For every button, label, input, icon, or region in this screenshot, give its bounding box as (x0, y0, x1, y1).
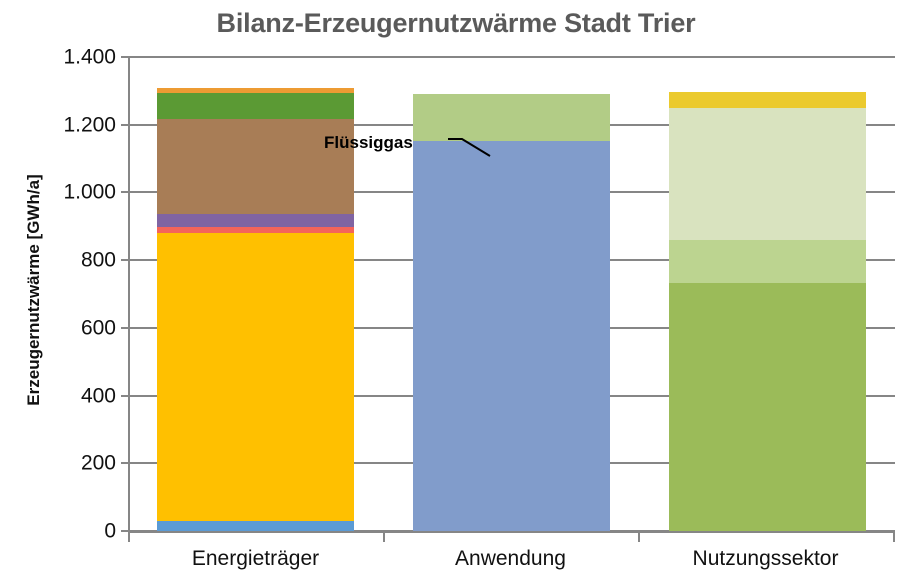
category-label-anwendung: Anwendung (455, 547, 566, 570)
bar-segment-strom[interactable] (157, 226, 355, 234)
y-tick-mark-600 (121, 326, 128, 329)
y-tick-mark-800 (121, 259, 128, 262)
y-tick-mark-1400 (121, 56, 128, 58)
bar-anwendung[interactable] (413, 93, 610, 531)
category-divider (383, 531, 385, 542)
bar-energieträger[interactable] (157, 88, 355, 531)
category-label-energietraeger: Energieträger (191, 547, 320, 570)
bar-segment-w-rme[interactable] (157, 520, 355, 531)
bar-segment-heiz-l[interactable] (157, 119, 355, 215)
callout-label-fluessiggas: Flüssiggas (324, 133, 413, 152)
y-tick-label-1400: 1.400 (63, 45, 116, 69)
bar-segment-hw-tww[interactable] (413, 140, 610, 531)
y-tick-label-600: 600 (80, 316, 116, 340)
category-divider (638, 531, 640, 542)
bar-segment-kommunal[interactable] (668, 92, 866, 109)
category-divider (893, 531, 895, 542)
y-axis-title: Erzeugernutzwärme [GWh/a] (24, 174, 43, 406)
bar-segment-industrie[interactable] (668, 108, 866, 241)
bar-segment-wp-strom[interactable] (157, 214, 355, 227)
y-tick-label-400: 400 (80, 384, 116, 408)
bar-nutzungssektor[interactable] (668, 92, 866, 531)
y-tick-mark-200 (121, 462, 128, 465)
y-tick-label-800: 800 (80, 248, 116, 272)
y-tick-label-1000: 1.000 (63, 180, 116, 204)
y-tick-label-0: 0 (104, 519, 116, 543)
y-tick-mark-400 (121, 394, 128, 397)
y-axis-line (128, 57, 130, 533)
bar-segment-prozesse[interactable] (413, 93, 610, 141)
x-axis-line (128, 531, 895, 533)
bar-segment-holz[interactable] (157, 93, 355, 120)
y-tick-label-200: 200 (80, 451, 116, 475)
y-tick-mark-1000 (121, 191, 128, 194)
bar-segment-erdgas-biomethan[interactable] (157, 233, 355, 521)
bar-segment-wohnen[interactable] (668, 283, 866, 531)
y-tick-mark-1200 (121, 123, 128, 126)
chart-title: Bilanz-Erzeugernutzwärme Stadt Trier (216, 8, 696, 38)
bar-segment-ghd[interactable] (668, 240, 866, 284)
category-label-nutzungssektor: Nutzungssektor (692, 547, 839, 570)
gridline-1400 (128, 56, 895, 58)
category-divider (128, 531, 130, 542)
y-tick-mark-0 (121, 530, 128, 532)
bar-segment-fl-ssiggas[interactable] (157, 88, 355, 94)
category-axis: Energieträger Anwendung Nutzungssektor (128, 531, 895, 580)
y-tick-label-1200: 1.200 (63, 113, 116, 137)
